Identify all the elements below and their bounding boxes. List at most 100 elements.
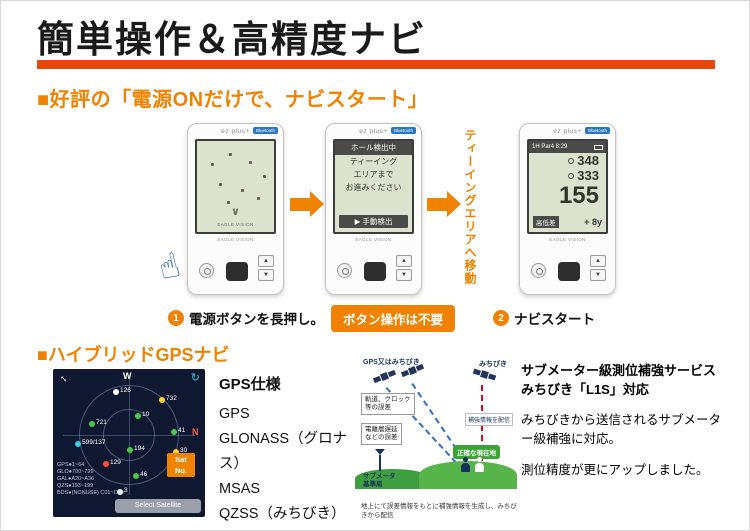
legend-line: GLO●700~799 [57,469,94,475]
title-underline [37,60,715,69]
measure-button [364,262,386,281]
eagle-vision-logo: EAGLE VISION [217,222,254,227]
compass-west-label: W [123,371,132,381]
device-brand: ez plus+ [553,128,582,135]
no-button-note: ボタン操作は不要 [331,305,456,332]
satellite-mark-icon [263,175,266,178]
iono-error-box: 電離層遅延 などの誤差 [361,423,402,445]
down-button: ▼ [396,269,412,281]
base-station-label: サブメータ 基準局 [363,473,396,488]
flow-arrow-icon [290,191,324,217]
section2-heading: ■ハイブリッドGPSナビ [37,345,230,365]
satellite-mark-icon [229,153,232,156]
step2-label: ナビスタート [514,312,595,327]
l1s-heading-line1: サブメーター級測位補強サービス [521,363,717,378]
device-2: ez plus+ Bluetooth ホール検出中 ティーイング エリアまで お… [325,123,422,295]
refresh-icon: ↻ [190,372,200,384]
l1s-body-2: 測位精度が更にアップしました。 [521,463,709,477]
gps-satellites-label: GPS又はみちびき [363,359,420,366]
satellite-mark-icon [211,163,214,166]
down-button: ▼ [590,269,606,281]
step1-label: 電源ボタンを長押し。 [189,312,324,327]
legend-line: GPS●1~64 [57,462,85,468]
distance-center: 333 [529,168,606,183]
updown-buttons: ▲ ▼ [396,255,412,283]
satellite-dot: 3 [117,487,128,495]
l1s-info-block: サブメーター級測位補強サービス みちびき「L1S」対応 みちびきから送信されるサ… [521,361,723,480]
device-3: ez plus+ Bluetooth 1H Par4 8:29 348 333 … [519,123,616,295]
step2-caption: 2 ナビスタート [493,308,595,328]
legend-line: BDS●(NONUSE) C01~C59 [57,490,124,496]
green-back-icon [568,157,575,164]
legend-line: QZS●193~199 [57,483,94,489]
step1-number-badge: 1 [168,310,184,326]
gps-spec-title: GPS仕様 [219,376,281,393]
bluetooth-badge: Bluetooth [252,127,278,134]
device-brand: ez plus+ [221,128,250,135]
measure-button [226,262,248,281]
golfer-icon [475,457,484,472]
radar-ring [103,409,155,461]
power-button [337,263,352,278]
screen2-body-line: お進みください [345,183,402,192]
l1s-body-1: みちびきから送信されるサブメーター級補強に対応。 [521,413,722,446]
spec-item: MSAS [219,481,261,497]
bluetooth-badge: Bluetooth [584,127,610,134]
spec-item: QZSS（みちびき） [219,506,346,522]
satellite-dot: 129 [103,459,121,467]
distance-back: 348 [529,153,606,168]
updown-buttons: ▲ ▼ [590,255,606,283]
screen2-body-line: エリアまで [353,170,394,179]
power-button [531,263,546,278]
elevation-label: 高低差 [533,216,559,228]
diagram-caption: 地上にて誤差情報をもとに補強情報を生成し、みちびきから配信 [361,503,517,519]
l1s-signal-line [481,385,483,471]
battery-icon [594,144,603,150]
satellite-icon [472,368,497,382]
up-button: ▲ [590,255,606,267]
device1-screen: ∨ EAGLE VISION [195,139,276,234]
eagle-vision-logo: EAGLE VISION [217,237,254,242]
spec-item: GPS [219,406,250,422]
ground-hill [355,469,431,489]
screen2-body-line: ティーイング [349,157,398,166]
up-button: ▲ [258,255,274,267]
section1-heading: ■好評の「電源ONだけで、ナビスタート」 [37,89,429,111]
bluetooth-badge: Bluetooth [390,127,416,134]
michibiki-label: みちびき [479,361,507,368]
radar-axis [129,375,130,495]
eagle-vision-logo: EAGLE VISION [549,237,586,242]
satellite-dot: 41 [171,427,185,435]
satellite-mark-icon [227,201,230,204]
accurate-position-badge: 正確な現在地 [453,445,500,459]
satellite-dot: 46 [133,471,147,479]
eagle-bird-icon: ∨ [231,206,240,218]
satellite-mark-icon [257,197,260,200]
satellite-dot: 126 [113,387,131,395]
compass-north-label: N [192,427,199,437]
golfer-icon [461,457,470,472]
legend-line: GAL●A20~A36 [57,476,95,482]
device-1: ez plus+ Bluetooth ∨ EAGLE VISION EAGLE … [187,123,284,295]
down-button: ▼ [258,269,274,281]
base-station-antenna-icon [379,455,381,471]
device3-screen: 1H Par4 8:29 348 333 155 高低差 + 8y [527,139,608,234]
up-button: ▲ [396,255,412,267]
measure-button [558,262,580,281]
power-button [199,263,214,278]
elevation-row: 高低差 + 8y [533,216,602,228]
page-title: 簡単操作＆高精度ナビ [37,19,427,60]
sat-no-badge: Sat No. [167,453,195,477]
satellite-dot: 732 [159,395,177,403]
satellite-dot: 599/137 [75,439,106,447]
spec-item: L1S信号対応 [219,527,359,530]
step1-caption: 1 電源ボタンを長押し。 [168,308,324,328]
screen3-header: 1H Par4 8:29 [529,141,606,153]
satellite-mark-icon [249,161,252,164]
elevation-value: + 8y [584,217,602,227]
move-to-tee-note: ティーイングエリアへ移動 [463,129,477,285]
green-center-icon [568,172,575,179]
